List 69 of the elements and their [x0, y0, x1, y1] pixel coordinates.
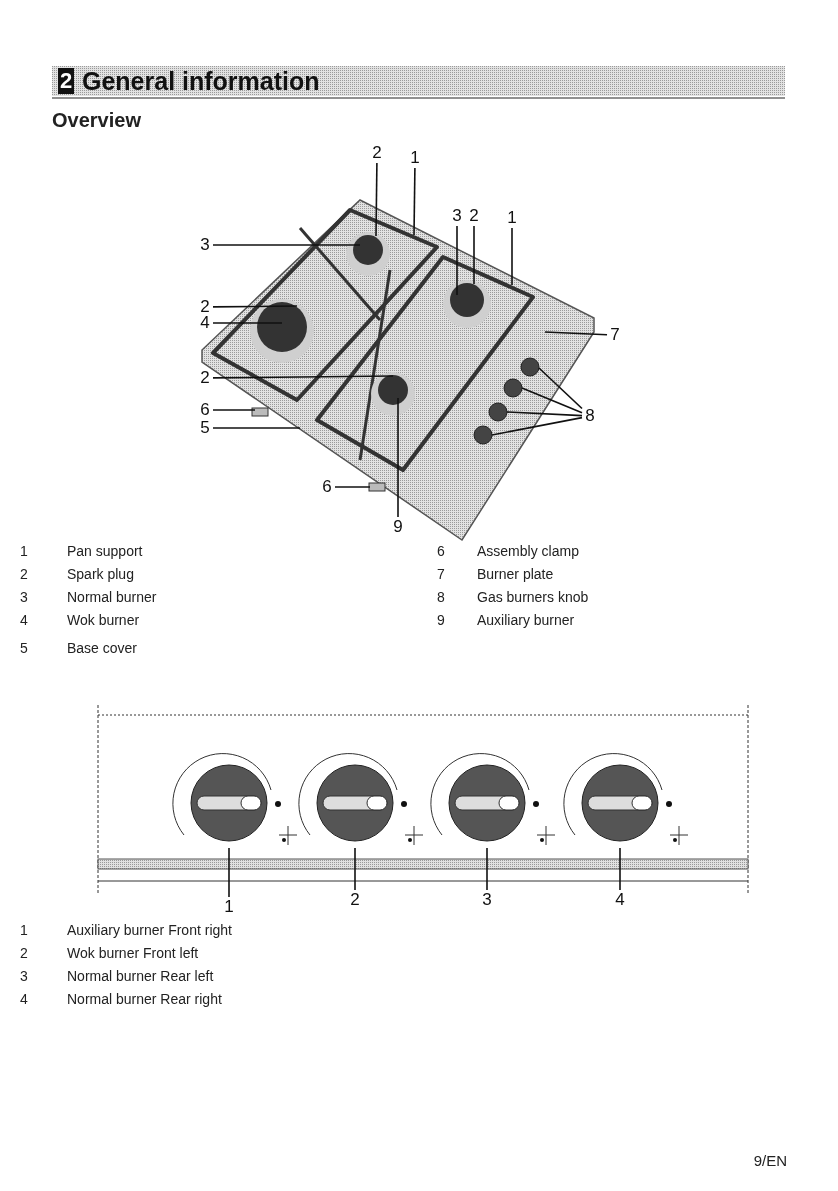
- leader-line: [538, 367, 583, 410]
- leader-line: [413, 167, 416, 236]
- leader-line: [212, 305, 298, 308]
- callout-number: 2: [370, 144, 384, 162]
- leader-line: [506, 411, 583, 417]
- item-description: Base cover: [67, 640, 138, 656]
- item-description: Wok burner Front left: [67, 945, 199, 961]
- callout-number: 2: [198, 369, 212, 387]
- item-description: Wok burner: [67, 612, 140, 628]
- leader-line: [521, 387, 583, 414]
- callout-number: 9: [391, 518, 405, 536]
- callout-number: 8: [583, 407, 597, 425]
- callout-number: 7: [608, 326, 622, 344]
- section-heading: Overview: [52, 112, 141, 128]
- item-number: 4: [20, 612, 28, 628]
- callout-number: 3: [480, 891, 494, 909]
- item-description: Gas burners knob: [477, 589, 589, 605]
- callout-number: 1: [505, 209, 519, 227]
- leader-line: [491, 416, 583, 436]
- leader-line: [511, 227, 513, 286]
- leader-line: [397, 397, 399, 518]
- callout-number: 3: [450, 207, 464, 225]
- chapter-number: 2: [58, 68, 75, 94]
- item-number: 5: [20, 640, 28, 656]
- leader-line: [334, 486, 371, 488]
- leader-line: [212, 322, 283, 324]
- item-number: 9: [437, 612, 445, 628]
- leader-line: [228, 847, 230, 898]
- leader-line: [619, 847, 621, 891]
- item-number: 4: [20, 991, 28, 1007]
- leader-line: [354, 847, 356, 891]
- leader-line: [375, 162, 378, 237]
- item-number: 3: [20, 589, 28, 605]
- item-description: Pan support: [67, 543, 143, 559]
- callout-number: 5: [198, 419, 212, 437]
- callout-number: 2: [198, 298, 212, 316]
- leader-line: [486, 847, 488, 891]
- callout-number: 4: [613, 891, 627, 909]
- item-description: Assembly clamp: [477, 543, 579, 559]
- item-number: 3: [20, 968, 28, 984]
- page-title: General information: [82, 66, 320, 96]
- item-number: 8: [437, 589, 445, 605]
- item-description: Auxiliary burner: [477, 612, 575, 628]
- leader-line: [473, 225, 475, 285]
- leader-line: [212, 427, 301, 429]
- item-description: Normal burner Rear right: [67, 991, 222, 1007]
- item-number: 2: [20, 566, 28, 582]
- item-number: 2: [20, 945, 28, 961]
- callout-number: 2: [348, 891, 362, 909]
- item-description: Normal burner Rear left: [67, 968, 214, 984]
- item-description: Burner plate: [477, 566, 554, 582]
- item-number: 1: [20, 543, 28, 559]
- item-description: Spark plug: [67, 566, 134, 582]
- item-number: 6: [437, 543, 445, 559]
- callout-number: 6: [198, 401, 212, 419]
- leader-line: [212, 244, 361, 246]
- callout-number: 6: [320, 478, 334, 496]
- item-number: 7: [437, 566, 445, 582]
- leader-line: [212, 409, 256, 411]
- callout-number: 2: [467, 207, 481, 225]
- callout-number: 1: [408, 149, 422, 167]
- item-number: 1: [20, 922, 28, 938]
- callout-number: 1: [222, 898, 236, 916]
- item-description: Auxiliary burner Front right: [67, 922, 232, 938]
- item-description: Normal burner: [67, 589, 157, 605]
- page-number: 9/EN: [753, 1153, 787, 1169]
- callout-number: 4: [198, 314, 212, 332]
- callout-number: 3: [198, 236, 212, 254]
- leader-line: [456, 225, 458, 296]
